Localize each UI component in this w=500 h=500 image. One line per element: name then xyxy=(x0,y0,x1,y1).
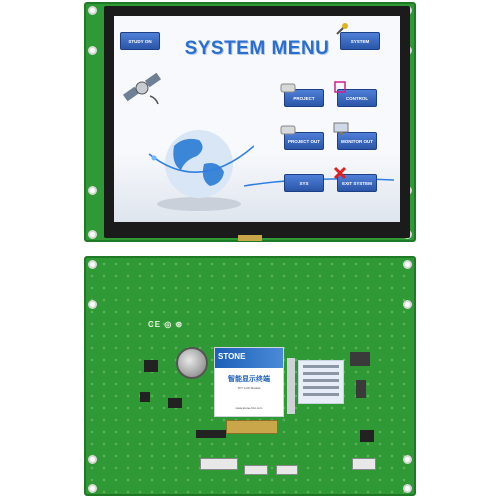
certification-marks: CE ◎ ⊛ xyxy=(148,320,184,329)
mounting-hole xyxy=(88,6,97,15)
mounting-hole xyxy=(403,455,412,464)
connector-port xyxy=(244,465,268,475)
mounting-hole xyxy=(403,484,412,493)
ic-chip xyxy=(144,360,158,372)
control-button[interactable]: CONTROL xyxy=(337,89,377,107)
project-button[interactable]: PROJECT xyxy=(284,89,324,107)
control-icon xyxy=(334,81,346,93)
touch-screen[interactable]: SYSTEM MENU STUDY ON SYSTEM PROJECT CONT… xyxy=(114,16,400,222)
satellite-icon xyxy=(122,72,162,105)
projector-out-icon xyxy=(280,125,296,135)
sticker-band xyxy=(215,348,283,368)
product-subtitle: TFT LCD Module xyxy=(237,386,261,390)
projector-icon xyxy=(280,83,296,93)
mounting-hole xyxy=(403,260,412,269)
ic-chip xyxy=(140,392,150,402)
monitor-out-button[interactable]: MONITOR OUT xyxy=(337,132,377,150)
mounting-hole xyxy=(88,300,97,309)
flex-connector xyxy=(226,420,278,434)
system-button[interactable]: SYSTEM xyxy=(340,32,380,50)
connector-port xyxy=(200,458,238,470)
ic-chip xyxy=(356,380,366,398)
project-out-button[interactable]: PROJECT OUT xyxy=(284,132,324,150)
mounting-hole xyxy=(88,186,97,195)
spec-label xyxy=(298,360,344,404)
mounting-hole xyxy=(88,484,97,493)
sys-button[interactable]: SYS xyxy=(284,174,324,192)
brand-label: STONE xyxy=(218,352,246,361)
mounting-hole xyxy=(88,230,97,239)
coin-battery xyxy=(176,347,208,379)
fpc-connector xyxy=(238,235,262,241)
website-label: www.stone-hmi.com xyxy=(235,406,263,410)
tools-icon xyxy=(336,23,348,35)
pin-header xyxy=(196,430,226,438)
mounting-hole xyxy=(88,455,97,464)
ribbon-connector xyxy=(287,358,295,414)
product-sticker: STONE 智能显示终端 TFT LCD Module www.stone-hm… xyxy=(214,347,284,417)
mounting-hole xyxy=(403,300,412,309)
monitor-icon xyxy=(333,122,349,135)
ic-chip xyxy=(360,430,374,442)
connector-port xyxy=(352,458,376,470)
connector-port xyxy=(276,465,298,475)
globe-icon xyxy=(148,130,254,211)
study-on-button[interactable]: STUDY ON xyxy=(120,32,160,50)
close-icon xyxy=(333,166,347,180)
product-name-label: 智能显示终端 xyxy=(228,376,270,383)
page-title: SYSTEM MENU xyxy=(184,38,330,59)
ic-chip xyxy=(168,398,182,408)
mounting-hole xyxy=(88,46,97,55)
mounting-hole xyxy=(88,260,97,269)
exit-system-button[interactable]: EXIT SYSTEM xyxy=(337,174,377,192)
ic-chip xyxy=(350,352,370,366)
